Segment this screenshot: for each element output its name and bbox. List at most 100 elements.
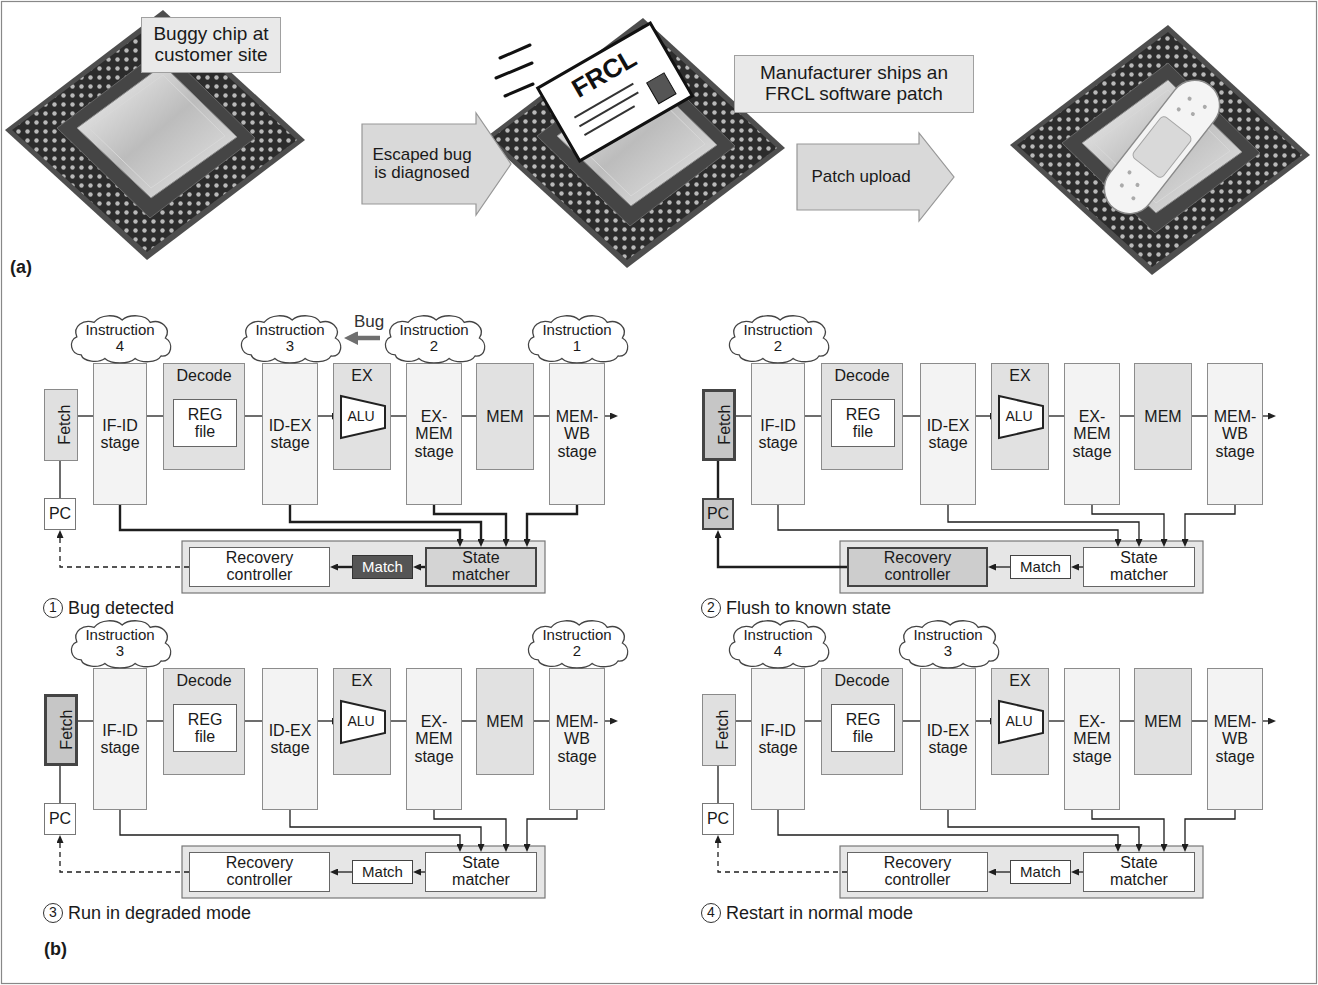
execute-stage: EXALU bbox=[991, 668, 1049, 775]
bug-arrow bbox=[358, 336, 380, 341]
alu-symbol: ALU bbox=[998, 395, 1044, 439]
block-arrow: Patch upload bbox=[797, 132, 955, 222]
register-file: REG file bbox=[173, 399, 237, 447]
node-text: EX bbox=[351, 367, 372, 384]
connector bbox=[1185, 810, 1235, 844]
node-text-group: Match bbox=[1020, 864, 1061, 880]
node-text-group: PC bbox=[707, 810, 729, 827]
recovery-controller: Recovery controller bbox=[189, 852, 330, 892]
node-text-group: ID-EX stage bbox=[923, 722, 973, 757]
pipeline-register: IF-ID stage bbox=[751, 668, 805, 810]
node-text: Patch upload bbox=[811, 168, 910, 186]
connector bbox=[527, 810, 577, 844]
pc-register: PC bbox=[702, 803, 734, 835]
connector bbox=[1092, 505, 1164, 539]
connector bbox=[718, 538, 847, 567]
connector bbox=[903, 415, 920, 416]
alu-symbol: ALU bbox=[998, 700, 1044, 744]
edge-label: Bug bbox=[352, 313, 386, 332]
node-text-group: Decode bbox=[834, 672, 889, 689]
node-text-group: Escaped bug is diagnosed bbox=[372, 146, 472, 183]
node-text-group: MEM bbox=[1144, 713, 1181, 730]
connector bbox=[736, 720, 751, 721]
node-text: EX bbox=[351, 672, 372, 689]
node-text-group: EX-MEM stage bbox=[409, 713, 459, 765]
alu-symbol: ALU bbox=[340, 700, 386, 744]
node-text: REG file bbox=[180, 711, 230, 746]
node-text: 4 bbox=[707, 905, 715, 920]
match-signal: Match bbox=[1010, 860, 1071, 884]
node-text: Instruction 4 bbox=[738, 627, 818, 659]
match-signal: Match bbox=[352, 860, 413, 884]
connector bbox=[1192, 415, 1207, 416]
connector bbox=[1092, 810, 1164, 844]
connector bbox=[462, 720, 476, 721]
alu-outline bbox=[999, 701, 1043, 743]
match-signal: Match bbox=[352, 555, 413, 579]
node-text: MEM bbox=[1144, 713, 1181, 730]
pipeline-register: MEM-WB stage bbox=[1207, 668, 1263, 810]
memory-stage: MEM bbox=[476, 668, 534, 775]
node-text-group: Recovery controller bbox=[198, 855, 321, 889]
connector bbox=[290, 810, 481, 844]
pipeline-register: ID-EX stage bbox=[262, 363, 318, 505]
node-text: ID-EX stage bbox=[923, 417, 973, 452]
node-text: 2 bbox=[707, 600, 715, 615]
node-text-group: 2 bbox=[707, 600, 715, 615]
connector bbox=[996, 871, 1010, 872]
connector bbox=[996, 566, 1010, 567]
node-text-group: 4 bbox=[707, 905, 715, 920]
node-text: IF-ID stage bbox=[96, 417, 144, 452]
connector bbox=[805, 720, 821, 721]
node-text-group: 1 bbox=[49, 600, 57, 615]
node-text: EX-MEM stage bbox=[1067, 713, 1117, 765]
pipeline-register: EX-MEM stage bbox=[1064, 668, 1120, 810]
instruction-cloud: Instruction 2 bbox=[724, 314, 832, 362]
node-text: PC bbox=[49, 810, 71, 827]
alu-outline bbox=[341, 396, 385, 438]
connector bbox=[147, 415, 163, 416]
node-text-group: ALU bbox=[1005, 714, 1036, 729]
callout-box: Manufacturer ships an FRCL software patc… bbox=[734, 55, 974, 113]
envelope-text: FRCL bbox=[567, 44, 640, 101]
connector bbox=[462, 415, 476, 416]
pipeline-register: ID-EX stage bbox=[920, 668, 976, 810]
pipeline-register: ID-EX stage bbox=[262, 668, 318, 810]
node-text-group: State matcher bbox=[1092, 550, 1186, 584]
chip-picture bbox=[1010, 25, 1310, 275]
node-text-group: MEM bbox=[486, 408, 523, 425]
node-text: Recovery controller bbox=[857, 550, 978, 584]
pipeline-register: MEM-WB stage bbox=[549, 668, 605, 810]
motion-lines bbox=[496, 45, 533, 96]
node-text: IF-ID stage bbox=[96, 722, 144, 757]
node-text-group: Fetch bbox=[58, 710, 75, 750]
node-text-group: Decode bbox=[176, 367, 231, 384]
callout-box: Buggy chip at customer site bbox=[141, 17, 281, 73]
node-text: MEM-WB stage bbox=[1210, 408, 1260, 460]
node-text: State matcher bbox=[434, 855, 528, 889]
cloud-outline bbox=[528, 316, 627, 363]
connector bbox=[245, 415, 262, 416]
node-text-group: MEM-WB stage bbox=[552, 713, 602, 765]
node-text: Match bbox=[362, 559, 403, 575]
node-text-group: EX bbox=[351, 672, 372, 689]
bandage-picture bbox=[1094, 70, 1229, 224]
connector bbox=[434, 810, 506, 844]
connector bbox=[1120, 415, 1134, 416]
memory-stage: MEM bbox=[1134, 668, 1192, 775]
node-text-group: Instruction 4 bbox=[80, 322, 160, 354]
pipeline-register: EX-MEM stage bbox=[406, 363, 462, 505]
node-text-group: ALU bbox=[347, 409, 378, 424]
node-text-group: MEM bbox=[486, 713, 523, 730]
node-text-group: Instruction 3 bbox=[250, 322, 330, 354]
decode-stage: DecodeREG file bbox=[163, 668, 245, 775]
node-text: Match bbox=[1020, 559, 1061, 575]
node-text-group: Fetch bbox=[716, 405, 733, 445]
node-text-group: Recovery controller bbox=[856, 855, 979, 889]
step-number: 3 bbox=[43, 903, 63, 923]
cloud-outline bbox=[385, 316, 484, 363]
connector bbox=[717, 766, 718, 803]
node-text: ALU bbox=[1005, 409, 1032, 424]
connector bbox=[59, 766, 60, 803]
